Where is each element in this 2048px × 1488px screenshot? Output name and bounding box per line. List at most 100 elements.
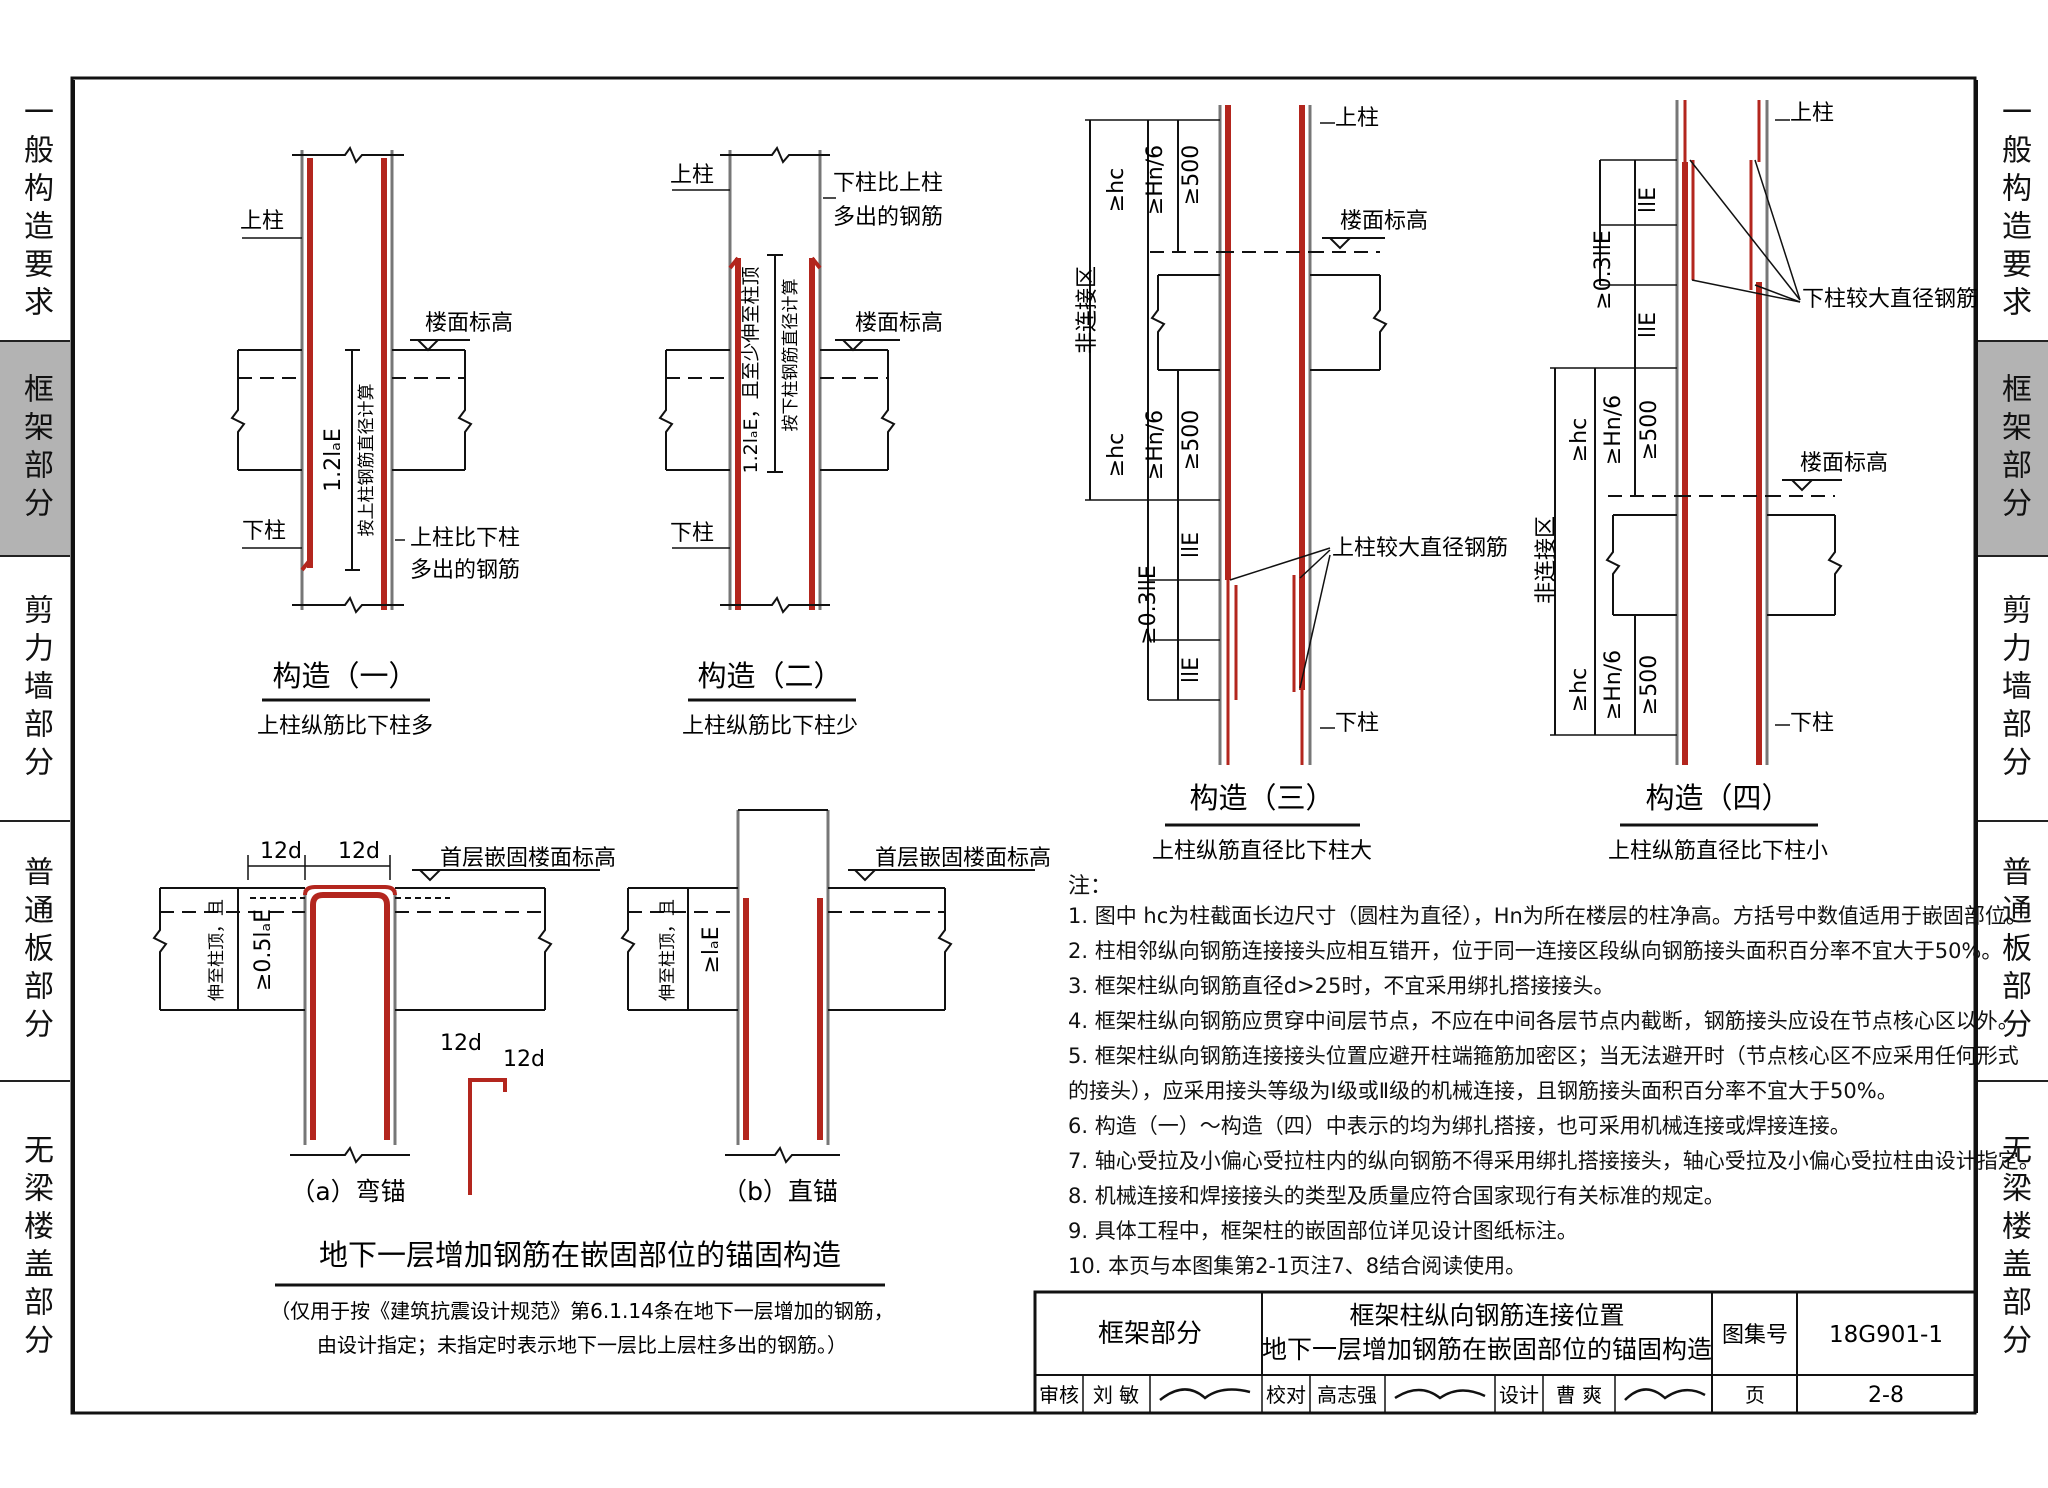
tab-label: 剪力墙部分 — [18, 593, 53, 784]
figure-label: （a）弯锚 — [290, 1177, 405, 1206]
hn-dim: ≥Hn/6 — [1143, 145, 1168, 215]
note-item: 7. 轴心受拉及小偏心受拉柱内的纵向钢筋不得采用绑扎搭接接头，轴心受拉及小偏心受… — [1068, 1149, 2040, 1173]
non-connection-zone-label: 非连接区 — [1075, 266, 1100, 354]
larger-bar-note: 下柱较大直径钢筋 — [1802, 287, 1978, 312]
note-item: 8. 机械连接和焊接接头的类型及质量应符合国家现行有关标准的规定。 — [1068, 1184, 1725, 1208]
atlas-label: 图集号 — [1722, 1323, 1788, 1348]
upper-column-label: 上柱 — [670, 163, 714, 188]
lower-column-label: 下柱 — [1790, 711, 1834, 736]
left-chapter-nav: 一般构造要求 框架部分 剪力墙部分 普通板部分 无梁楼盖部分 — [0, 80, 75, 1413]
figure-label: （b）直锚 — [722, 1177, 838, 1206]
anchorage-note-line1: （仅用于按《建筑抗震设计规范》第6.1.14条在地下一层增加的钢筋， — [270, 1299, 894, 1323]
tab-label: 无梁楼盖部分 — [18, 1133, 53, 1362]
hook-detail — [468, 1078, 507, 1195]
lap-length-dim: 1.2lₐE，且至少伸至柱顶 — [740, 267, 762, 474]
stagger-dim: ≥0.3llE — [1136, 565, 1161, 645]
anchor-length-dim: ≥lₐE — [699, 926, 724, 973]
figure-title: 构造（二） — [697, 659, 842, 693]
tab-label: 普通板部分 — [1996, 856, 2031, 1046]
anchor-length-note: 伸至柱顶，且 — [207, 899, 227, 1001]
figure-a-bent-anchor: 12d 12d ≥0.5lₐE 伸至柱顶，且 首层嵌固楼面标高 12d 12d … — [152, 839, 616, 1206]
bend-length-label: 12d — [338, 839, 380, 864]
title-block: 框架部分 框架柱纵向钢筋连接位置 地下一层增加钢筋在嵌固部位的锚固构造 图集号 … — [1033, 1290, 1977, 1415]
note-item: 9. 具体工程中，框架柱的嵌固部位详见设计图纸标注。 — [1068, 1219, 1578, 1243]
note-item: 1. 图中 hc为柱截面长边尺寸（圆柱为直径），Hn为所在楼层的柱净高。方括号中… — [1068, 904, 2027, 928]
left-tab-shear-wall[interactable]: 剪力墙部分 — [0, 557, 70, 822]
figure-subtitle: 上柱纵筋比下柱多 — [257, 714, 433, 739]
figure-title: 构造（三） — [1189, 781, 1334, 815]
floor-elevation-label: 楼面标高 — [425, 311, 513, 336]
notes-heading: 注： — [1068, 874, 1113, 899]
lle-dim: llE — [1636, 312, 1661, 338]
page-number: 2-8 — [1868, 1383, 1904, 1408]
drawing-border — [70, 76, 1977, 1415]
reviewer-signature — [1159, 1388, 1251, 1401]
hook-length-label: 12d — [503, 1047, 545, 1072]
figure-subtitle: 上柱纵筋比下柱少 — [682, 714, 858, 739]
check-label: 校对 — [1266, 1383, 1306, 1407]
right-tab-general[interactable]: 一般构造要求 — [1978, 80, 2048, 342]
figure-2: 上柱 下柱 楼面标高 1.2lₐE，且至少伸至柱顶 按下柱钢筋直径计算 下柱比上… — [658, 145, 943, 739]
upper-column-label: 上柱 — [240, 209, 284, 234]
floor-elevation-label: 楼面标高 — [1340, 209, 1428, 234]
hn-dim: ≥Hn/6 — [1601, 395, 1626, 465]
hc-dim: ≥hc — [1567, 668, 1592, 712]
hc-dim: ≥hc — [1104, 433, 1129, 477]
lle-dim: llE — [1179, 657, 1204, 683]
floor-elevation-label: 首层嵌固楼面标高 — [440, 846, 616, 871]
anchorage-title: 地下一层增加钢筋在嵌固部位的锚固构造 — [319, 1238, 841, 1272]
left-tab-general[interactable]: 一般构造要求 — [0, 80, 70, 342]
lower-column-label: 下柱 — [1335, 711, 1379, 736]
extra-bar-label: 上柱比下柱 — [410, 526, 520, 551]
lap-length-note: 按下柱钢筋直径计算 — [781, 279, 801, 432]
figure-1: 上柱 下柱 楼面标高 1.2lₐE 按上柱钢筋直径计算 上柱比下柱 多出的钢筋 … — [230, 145, 520, 739]
right-tab-shear-wall[interactable]: 剪力墙部分 — [1978, 557, 2048, 822]
hn-dim: ≥Hn/6 — [1143, 410, 1168, 480]
lower-column-label: 下柱 — [242, 519, 286, 544]
checker-signature — [1394, 1388, 1486, 1400]
d500-dim: ≥500 — [1179, 410, 1204, 470]
non-connection-zone-label: 非连接区 — [1534, 516, 1559, 604]
design-label: 设计 — [1499, 1383, 1539, 1407]
atlas-number: 18G901-1 — [1829, 1322, 1943, 1348]
lower-column-label: 下柱 — [670, 521, 714, 546]
tab-label: 框架部分 — [18, 372, 53, 525]
larger-bar-note: 上柱较大直径钢筋 — [1332, 536, 1508, 561]
left-tab-flat-slab[interactable]: 无梁楼盖部分 — [0, 1082, 70, 1413]
note-item: 3. 框架柱纵向钢筋直径d>25时，不宜采用绑扎搭接接头。 — [1068, 974, 1615, 998]
d500-dim: ≥500 — [1637, 655, 1662, 715]
figure-b-straight-anchor: ≥lₐE 伸至柱顶，且 首层嵌固楼面标高 （b）直锚 — [620, 809, 1051, 1206]
reviewer-name: 刘 敏 — [1093, 1383, 1139, 1407]
note-item: 10. 本页与本图集第2-1页注7、8结合阅读使用。 — [1068, 1254, 1527, 1278]
drawing-title-1: 框架柱纵向钢筋连接位置 — [1349, 1301, 1624, 1330]
right-tab-slab[interactable]: 普通板部分 — [1978, 822, 2048, 1082]
figure-subtitle: 上柱纵筋直径比下柱小 — [1608, 839, 1828, 864]
extra-bar-label-2: 多出的钢筋 — [833, 205, 943, 230]
upper-column-label: 上柱 — [1790, 101, 1834, 126]
lle-dim: llE — [1179, 532, 1204, 558]
figure-subtitle: 上柱纵筋直径比下柱大 — [1152, 839, 1372, 864]
figure-3: 非连接区 ≥hc ≥Hn/6 ≥500 ≥hc ≥Hn/6 ≥500 llE ≥… — [1075, 105, 1508, 864]
note-item: 6. 构造（一）～构造（四）中表示的均为绑扎搭接，也可采用机械连接或焊接连接。 — [1068, 1114, 1851, 1138]
right-tab-frame[interactable]: 框架部分 — [1978, 342, 2048, 557]
right-chapter-nav: 一般构造要求 框架部分 剪力墙部分 普通板部分 无梁楼盖部分 — [1975, 80, 2048, 1413]
note-item: 5. 框架柱纵向钢筋连接接头位置应避开柱端箍筋加密区；当无法避开时（节点核心区不… — [1068, 1044, 2019, 1068]
tab-label: 框架部分 — [1996, 372, 2031, 525]
hc-dim: ≥hc — [1567, 418, 1592, 462]
anchor-length-note: 伸至柱顶，且 — [658, 899, 678, 1001]
note-item: 的接头），应采用接头等级为Ⅰ级或Ⅱ级的机械连接，且钢筋接头面积百分率不宜大于50… — [1068, 1079, 1898, 1103]
figure-4: 非连接区 ≥hc ≥Hn/6 ≥500 ≥hc ≥Hn/6 ≥500 llE ≥… — [1534, 100, 1978, 864]
figure-title: 构造（四） — [1645, 781, 1790, 815]
left-tab-frame[interactable]: 框架部分 — [0, 342, 70, 557]
hc-dim: ≥hc — [1104, 168, 1129, 212]
right-tab-flat-slab[interactable]: 无梁楼盖部分 — [1978, 1082, 2048, 1413]
bend-length-label: 12d — [260, 839, 302, 864]
d500-dim: ≥500 — [1637, 400, 1662, 460]
floor-elevation-label: 楼面标高 — [855, 311, 943, 336]
tab-label: 剪力墙部分 — [1996, 593, 2031, 784]
hook-length-label: 12d — [440, 1031, 482, 1056]
rebar-line — [310, 892, 390, 1140]
left-tab-slab[interactable]: 普通板部分 — [0, 822, 70, 1082]
